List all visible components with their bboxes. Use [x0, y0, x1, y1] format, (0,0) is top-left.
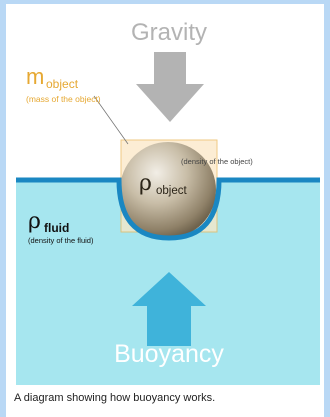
caption-bar: A diagram showing how buoyancy works.	[6, 385, 324, 417]
object-density-note: (density of the object)	[181, 157, 253, 166]
gravity-arrow	[136, 52, 204, 122]
object-ball	[120, 142, 216, 238]
buoyancy-arrow	[132, 272, 206, 346]
mass-note: (mass of the object)	[26, 94, 101, 104]
gravity-label: Gravity	[131, 19, 207, 46]
diagram-canvas: Gravity m object (mass of the object) ρ …	[16, 19, 320, 385]
object-density-symbol: ρ	[139, 171, 152, 196]
figure-caption: A diagram showing how buoyancy works.	[14, 392, 216, 404]
fluid-density-note: (density of the fluid)	[28, 236, 94, 245]
object-density-subscript: object	[156, 185, 187, 197]
fluid-density-subscript: fluid	[44, 221, 69, 235]
fluid-surface-line	[16, 177, 320, 241]
mass-pointer-line	[93, 95, 129, 145]
fluid-density-symbol: ρ	[28, 209, 41, 234]
buoyancy-diagram: Gravity m object (mass of the object) ρ …	[6, 4, 324, 385]
mass-symbol: m	[26, 64, 44, 89]
mass-subscript: object	[46, 77, 79, 91]
buoyancy-label: Buoyancy	[114, 340, 224, 368]
